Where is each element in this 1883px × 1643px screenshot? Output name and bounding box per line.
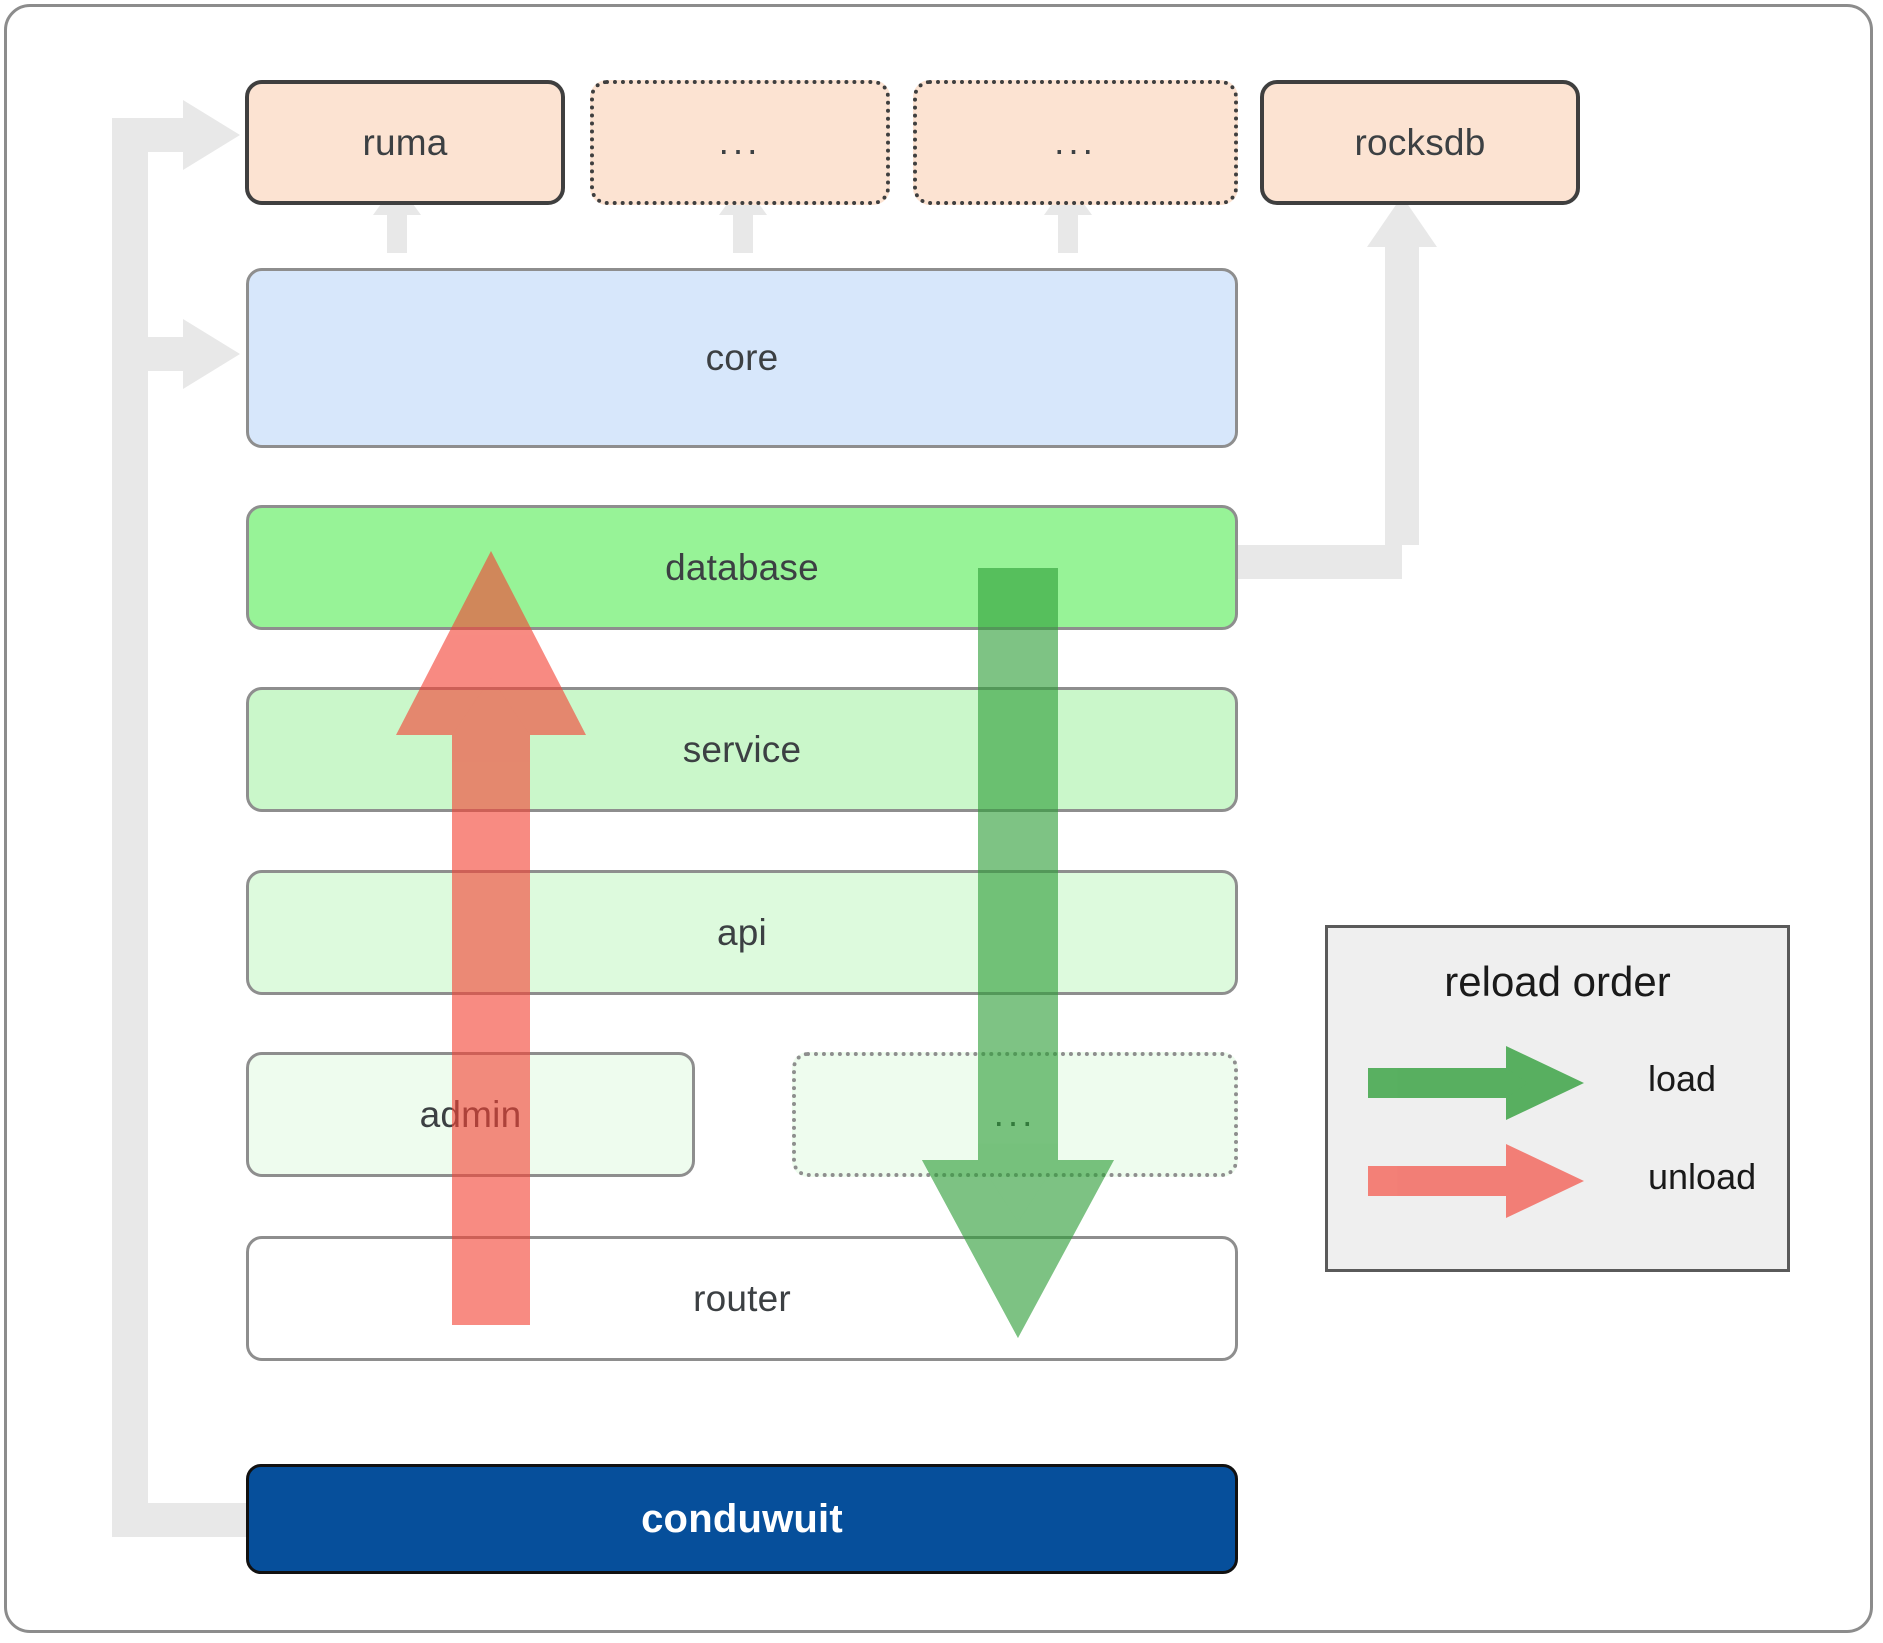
crate-label-rocksdb: rocksdb	[1354, 121, 1486, 163]
crate-box-ellipsis-1[interactable]: ...	[590, 80, 890, 205]
layer-label-core: core	[705, 337, 779, 378]
legend-unload-icon	[1368, 1144, 1584, 1218]
crate-box-ruma[interactable]: ruma	[245, 80, 565, 205]
binary-box-conduwuit[interactable]: conduwuit	[246, 1464, 1238, 1574]
legend-panel: reload order load unload	[1325, 925, 1790, 1272]
binary-label-conduwuit: conduwuit	[641, 1496, 843, 1541]
layer-label-ellipsis-more: ...	[993, 1093, 1037, 1135]
legend-arrow-glyphs	[1368, 1046, 1584, 1218]
layer-box-router[interactable]: router	[246, 1236, 1238, 1361]
layer-label-database: database	[665, 546, 819, 588]
crate-label-ellipsis-1: ...	[718, 121, 762, 163]
diagram-frame	[4, 4, 1873, 1633]
layer-box-service[interactable]: service	[246, 687, 1238, 812]
crate-label-ruma: ruma	[362, 121, 448, 163]
layer-label-admin: admin	[419, 1093, 522, 1135]
layer-box-core[interactable]: core	[246, 268, 1238, 448]
crate-box-rocksdb[interactable]: rocksdb	[1260, 80, 1580, 205]
layer-box-admin[interactable]: admin	[246, 1052, 695, 1177]
legend-load-icon	[1368, 1046, 1584, 1120]
layer-box-database[interactable]: database	[246, 505, 1238, 630]
layer-label-api: api	[717, 911, 767, 953]
layer-label-router: router	[693, 1277, 791, 1319]
legend-label-unload: unload	[1648, 1156, 1757, 1197]
legend-label-load: load	[1648, 1058, 1717, 1099]
layer-box-ellipsis-more[interactable]: ...	[792, 1052, 1238, 1177]
crate-label-ellipsis-2: ...	[1054, 121, 1097, 163]
layer-label-service: service	[682, 728, 802, 770]
layer-box-api[interactable]: api	[246, 870, 1238, 995]
crate-box-ellipsis-2[interactable]: ...	[913, 80, 1238, 205]
legend-title: reload order	[1444, 958, 1671, 1005]
